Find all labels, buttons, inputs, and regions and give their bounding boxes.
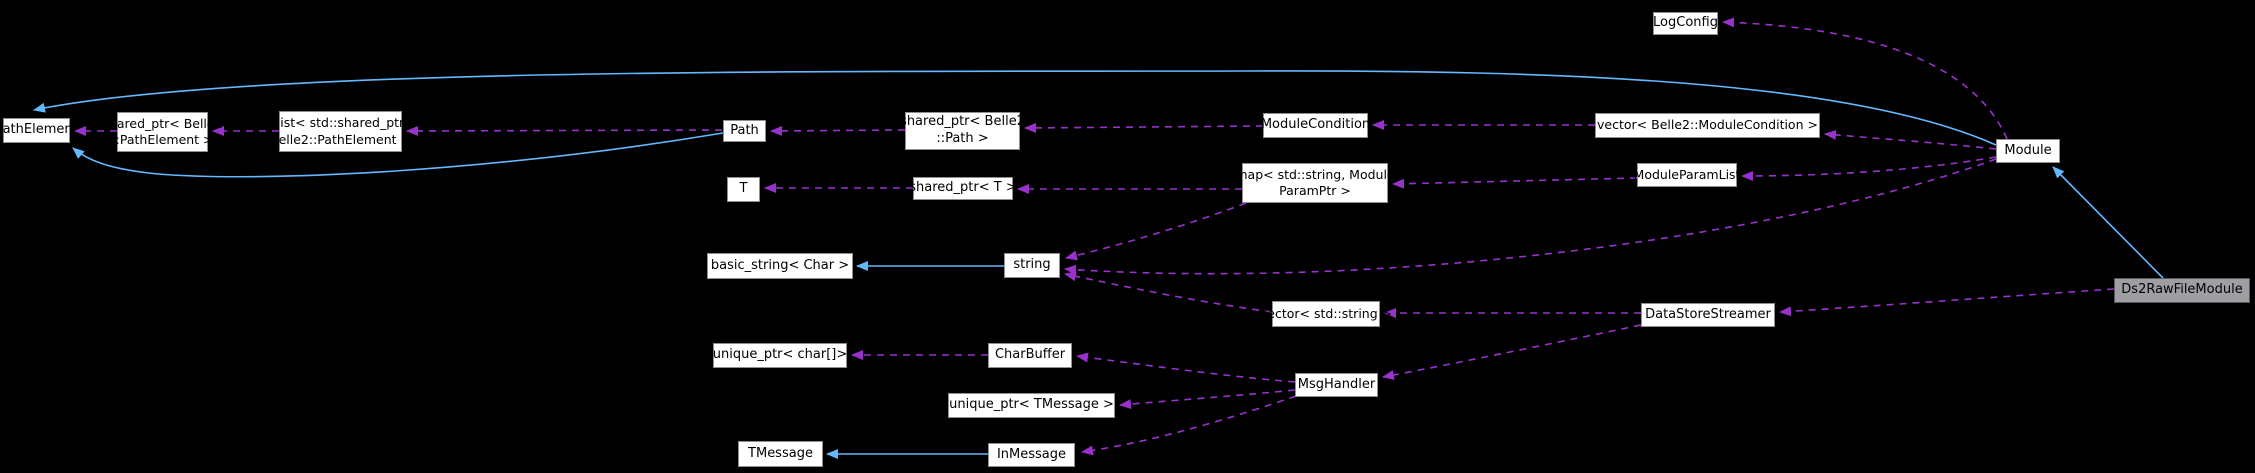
node-t[interactable]: T [727,177,760,202]
node-msghandler[interactable]: MsgHandler [1295,373,1378,397]
node-pathelement[interactable]: PathElement [0,118,78,143]
node-moduleparamlist[interactable]: ModuleParamList [1634,163,1740,187]
node-ds2rawfilemodule: Ds2RawFileModule [2114,278,2250,303]
node-shared-ptr-pathelement[interactable]: shared_ptr< Belle2 ::PathElement > [102,112,223,152]
edge-moduleparamlist-to-map [1392,177,1638,189]
edge-module-to-vectormodulecondition [1824,129,1997,150]
edge-map-to-string [1065,202,1247,261]
edge-sharedptrpath-to-path [770,125,906,136]
node-modulecondition[interactable]: ModuleCondition [1261,113,1370,138]
node-map-moduleparamptr[interactable]: map< std::string, Module ParamPtr > [1235,163,1395,203]
node-shared-ptr-path[interactable]: shared_ptr< Belle2 ::Path > [900,112,1025,150]
edge-module-to-logconfig [1722,17,2008,140]
node-charbuffer[interactable]: CharBuffer [988,343,1072,368]
node-inmessage[interactable]: InMessage [988,443,1075,467]
edge-module-to-moduleparamlist [1741,156,1997,181]
edge-msghandler-to-uniqueptrtmessage [1119,389,1296,410]
node-vector-std-string[interactable]: vector< std::string > [1260,301,1392,327]
node-datastorestreamer[interactable]: DataStoreStreamer [1641,303,1775,327]
node-module[interactable]: Module [1996,139,2060,163]
edge-path-to-list [406,125,723,136]
edge-module-to-pathelement [33,70,1997,146]
node-unique-ptr-tmessage[interactable]: unique_ptr< TMessage > [948,393,1115,418]
edge-path-to-pathelement [72,132,724,178]
node-tmessage[interactable]: TMessage [738,441,823,467]
node-list-shared-ptr-pathelement[interactable]: list< std::shared_ptr < Belle2::PathElem… [256,111,425,152]
edge-modulecondition-to-sharedptrpath [1024,122,1264,133]
edge-ds2rawfilemodule-to-module [2052,166,2164,279]
node-path[interactable]: Path [723,120,766,142]
edge-datastorestreamer-to-msghandler [1382,324,1642,380]
node-string[interactable]: string [1004,253,1060,278]
edge-module-to-string [1064,158,1997,275]
node-unique-ptr-char[interactable]: unique_ptr< char[]> [713,343,847,368]
edge-msghandler-to-charbuffer [1076,352,1296,383]
edge-ds2rawfilemodule-to-datastorestreamer [1779,288,2115,317]
node-basic-string-char[interactable]: basic_string< Char > [707,253,853,279]
edge-msghandler-to-inmessage [1081,395,1297,456]
node-vector-modulecondition[interactable]: vector< Belle2::ModuleCondition > [1595,113,1820,138]
edge-vectorstring-to-string [1064,271,1273,313]
node-shared-ptr-t[interactable]: shared_ptr< T > [909,177,1017,200]
node-logconfig[interactable]: LogConfig [1653,12,1718,35]
